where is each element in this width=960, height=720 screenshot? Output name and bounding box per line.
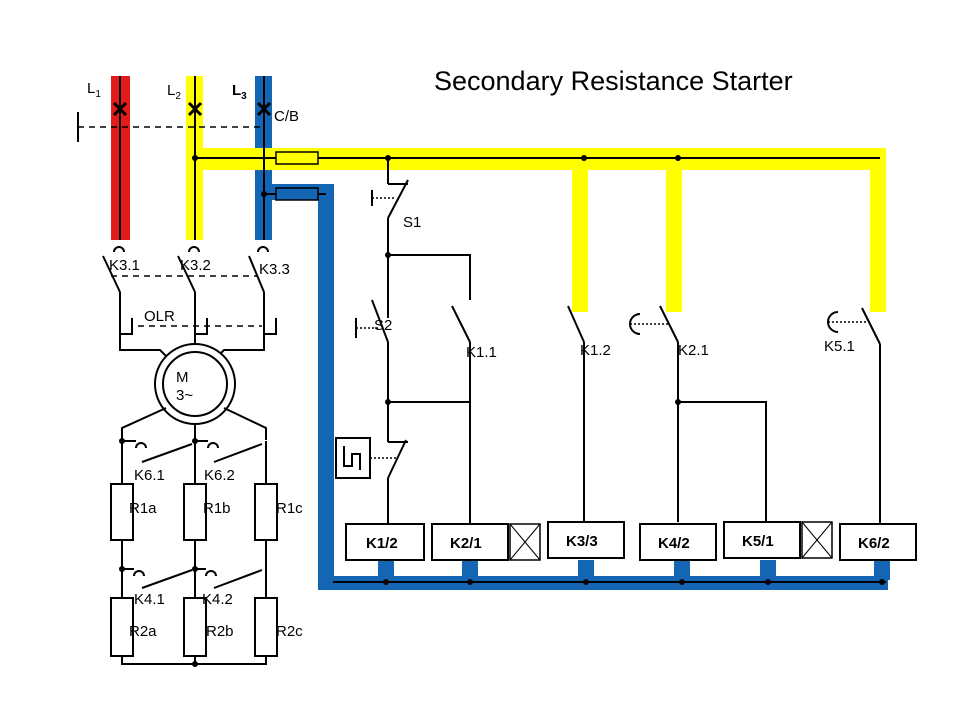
coil-k5-label: K5/1 <box>742 533 774 550</box>
breaker-label: C/B <box>274 108 299 125</box>
coil-k1-label: K1/2 <box>366 535 398 552</box>
contact-k4-2-label: K4.2 <box>202 591 233 608</box>
fuse-l3 <box>275 187 319 201</box>
resistor-r1b-label: R1b <box>203 500 231 517</box>
contact-k6-1-label: K6.1 <box>134 467 165 484</box>
contact-k1-2-label: K1.2 <box>580 342 611 359</box>
resistor-r2c-label: R2c <box>276 623 303 640</box>
motor-label: M <box>176 369 189 386</box>
motor-phase-label: 3~ <box>176 387 193 404</box>
main-contactor-k3 <box>102 246 269 318</box>
coil-k5-box <box>723 521 801 559</box>
coil-k6-box <box>839 523 917 561</box>
fuse-l2 <box>275 151 319 165</box>
coil-k4-box <box>639 523 717 561</box>
contact-k5-1-label: K5.1 <box>824 338 855 355</box>
rotor-stage-2 <box>110 566 278 667</box>
contact-k2-1-label: K2.1 <box>678 342 709 359</box>
coil-k1-box <box>345 523 425 561</box>
coil-k4-label: K4/2 <box>658 535 690 552</box>
yellow-control-bus <box>195 148 886 312</box>
line-label-l2: L2 <box>167 82 181 102</box>
motor: M 3~ <box>121 343 267 440</box>
resistor-r1c-label: R1c <box>276 500 303 517</box>
power-wiring: M 3~ <box>77 76 880 667</box>
diagram-title: Secondary Resistance Starter <box>434 66 793 96</box>
contact-k3-1-label: K3.1 <box>109 257 140 274</box>
overload-label: OLR <box>144 308 175 325</box>
control-wiring <box>333 155 917 585</box>
contact-k1-1-label: K1.1 <box>466 344 497 361</box>
line-label-l1: L1 <box>87 80 101 100</box>
line-label-l3: L3 <box>232 82 247 102</box>
contact-k6-2-label: K6.2 <box>204 467 235 484</box>
resistor-r1a-label: R1a <box>129 500 157 517</box>
switch-s2-label: S2 <box>374 317 392 334</box>
coil-k2-label: K2/1 <box>450 535 482 552</box>
contact-k3-3-label: K3.3 <box>259 261 290 278</box>
breaker-crosses <box>112 101 272 117</box>
switch-s1-label: S1 <box>403 214 421 231</box>
resistor-r2b-label: R2b <box>206 623 234 640</box>
contact-k4-1-label: K4.1 <box>134 591 165 608</box>
coil-k3-label: K3/3 <box>566 533 598 550</box>
coil-k2-box <box>431 523 509 561</box>
resistor-r2a-label: R2a <box>129 623 157 640</box>
labels: L1 L2 L3 C/B K3.1 K3.2 K3.3 OLR K6.1 K6.… <box>87 80 890 640</box>
contact-k3-2-label: K3.2 <box>180 257 211 274</box>
coil-k6-label: K6/2 <box>858 535 890 552</box>
coil-k3-box <box>547 521 625 559</box>
